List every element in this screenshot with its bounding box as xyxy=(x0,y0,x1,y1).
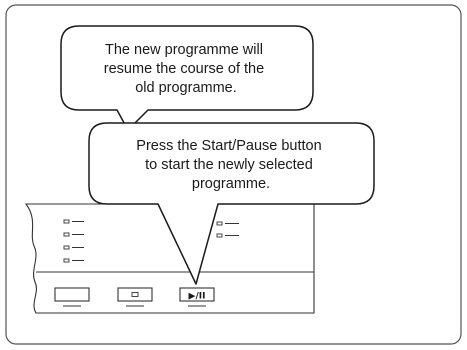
callout-bottom-text: Press the Start/Pause button to start th… xyxy=(136,138,325,192)
start-pause-button[interactable]: ▶/II xyxy=(179,287,215,307)
control-panel: ▶/II xyxy=(24,203,315,314)
panel-outline xyxy=(24,203,315,314)
indicator-light xyxy=(216,233,239,238)
callout-top-text: The new programme will resume the course… xyxy=(104,42,268,96)
callout-bubble-bottom xyxy=(88,122,375,285)
callout-bubble-top xyxy=(60,25,314,131)
indicator-light xyxy=(63,232,84,237)
indicator-light xyxy=(63,219,84,224)
callout-top-line: old programme. xyxy=(135,80,237,96)
play-pause-icon: ▶/II xyxy=(189,292,206,302)
indicator-light xyxy=(63,245,84,250)
panel-button-left[interactable] xyxy=(54,287,90,307)
indicator-group-left xyxy=(63,219,84,263)
callout-bottom-line: programme. xyxy=(192,176,270,192)
indicator-light xyxy=(63,258,84,263)
callout-bottom-line: Press the Start/Pause button xyxy=(136,138,321,154)
callout-top-line: resume the course of the xyxy=(104,61,264,77)
callout-top-line: The new programme will xyxy=(105,42,263,58)
callout-bottom-line: to start the newly selected xyxy=(145,157,313,173)
indicator-light xyxy=(216,221,239,226)
indicator-group-right xyxy=(216,221,239,238)
panel-button-middle[interactable] xyxy=(117,287,153,307)
